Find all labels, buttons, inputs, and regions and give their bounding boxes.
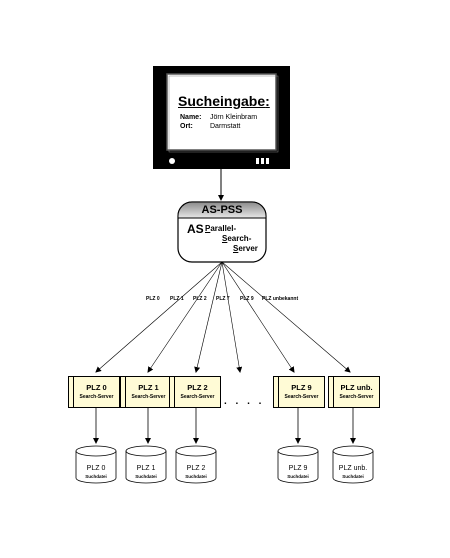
ort-label: Ort: xyxy=(180,123,193,130)
cylinder-plz0 xyxy=(75,445,117,484)
edge-plz0 xyxy=(95,261,223,373)
aspss-line-1: Parallel- xyxy=(205,224,237,233)
monitor-screen-shadow xyxy=(168,75,279,153)
aspss-prefix: AS xyxy=(187,222,204,236)
file-name-plz9: PLZ 9 xyxy=(288,465,308,472)
monitor-screen xyxy=(166,73,277,151)
aspss-title: AS-PSS xyxy=(201,204,243,216)
ellipsis: . . . . xyxy=(224,396,265,407)
file-sub-plz1: Suchdatei xyxy=(135,474,157,479)
server-subtitle: Search-Server xyxy=(79,394,114,400)
server-tab xyxy=(329,377,334,407)
server-plz0: PLZ 0 Search-Server xyxy=(68,376,120,408)
server-plz2: PLZ 2 Search-Server xyxy=(169,376,221,408)
server-tab xyxy=(69,377,74,407)
name-label: Name: xyxy=(180,114,202,121)
file-sub-plz2: Suchdatei xyxy=(185,474,207,479)
file-name-plz0: PLZ 0 xyxy=(86,465,106,472)
server-to-file-arrows xyxy=(93,408,356,444)
cylinder-plz1 xyxy=(125,445,167,484)
server-subtitle: Search-Server xyxy=(339,394,374,400)
server-name: PLZ unb. xyxy=(340,383,373,392)
edge-plz9 xyxy=(221,261,295,373)
server-subtitle: Search-Server xyxy=(180,394,215,400)
server-name: PLZ 2 xyxy=(187,383,208,392)
edge-label-plz7: PLZ 7 xyxy=(216,296,230,302)
fanout-lines xyxy=(95,261,351,373)
server-plz9: PLZ 9 Search-Server xyxy=(273,376,325,408)
aspss-node xyxy=(177,201,267,263)
name-value: Jörn Kleinbram xyxy=(210,114,258,121)
server-tab xyxy=(274,377,279,407)
edge-plz2 xyxy=(194,261,223,373)
edge-label-plz-unbekannt: PLZ unbekannt xyxy=(262,296,299,302)
monitor xyxy=(153,66,290,169)
edge-label-plz9: PLZ 9 xyxy=(240,296,254,302)
file-sub-plz0: Suchdatei xyxy=(85,474,107,479)
screen-row-ort: Ort: Darmstatt xyxy=(180,123,240,130)
screen-title-text: Sucheingabe xyxy=(178,93,266,109)
cylinder-plz9 xyxy=(277,445,319,484)
server-plz1: PLZ 1 Search-Server xyxy=(120,376,172,408)
file-name-plz1: PLZ 1 xyxy=(136,465,156,472)
cylinder-plz2 xyxy=(175,445,217,484)
server-name: PLZ 0 xyxy=(86,383,107,392)
edge-label-plz2: PLZ 2 xyxy=(193,296,207,302)
server-subtitle: Search-Server xyxy=(131,394,166,400)
edge-plz-unbekannt xyxy=(221,261,351,373)
monitor-button-3 xyxy=(266,158,269,164)
aspss-header-band xyxy=(177,201,267,219)
edge-plz1 xyxy=(147,261,223,373)
edge-label-plz0: PLZ 0 xyxy=(146,296,160,302)
monitor-button-1 xyxy=(256,158,259,164)
ort-value: Darmstatt xyxy=(210,123,241,130)
server-name: PLZ 9 xyxy=(291,383,312,392)
screen-title: Sucheingabe: xyxy=(178,93,270,109)
screen-title-colon: : xyxy=(265,93,270,109)
server-tab xyxy=(121,377,126,407)
server-plz-unb: PLZ unb. Search-Server xyxy=(328,376,380,408)
monitor-power-light xyxy=(169,158,175,164)
aspss-line-3: Server xyxy=(233,244,258,253)
file-name-plz2: PLZ 2 xyxy=(186,465,206,472)
monitor-button-2 xyxy=(261,158,264,164)
server-name: PLZ 1 xyxy=(138,383,159,392)
aspss-line-2: Search- xyxy=(222,234,252,243)
file-name-plz-unb: PLZ unb. xyxy=(338,465,368,472)
edge-plz7 xyxy=(221,261,243,373)
cylinder-plz-unb xyxy=(332,445,374,484)
screen-row-name: Name: Jörn Kleinbram xyxy=(180,114,257,121)
edge-label-plz1: PLZ 1 xyxy=(170,296,184,302)
file-sub-plz9: Suchdatei xyxy=(287,474,309,479)
file-sub-plz-unb: Suchdatei xyxy=(342,474,364,479)
server-tab xyxy=(170,377,175,407)
file-cylinders xyxy=(75,445,374,484)
server-subtitle: Search-Server xyxy=(284,394,319,400)
